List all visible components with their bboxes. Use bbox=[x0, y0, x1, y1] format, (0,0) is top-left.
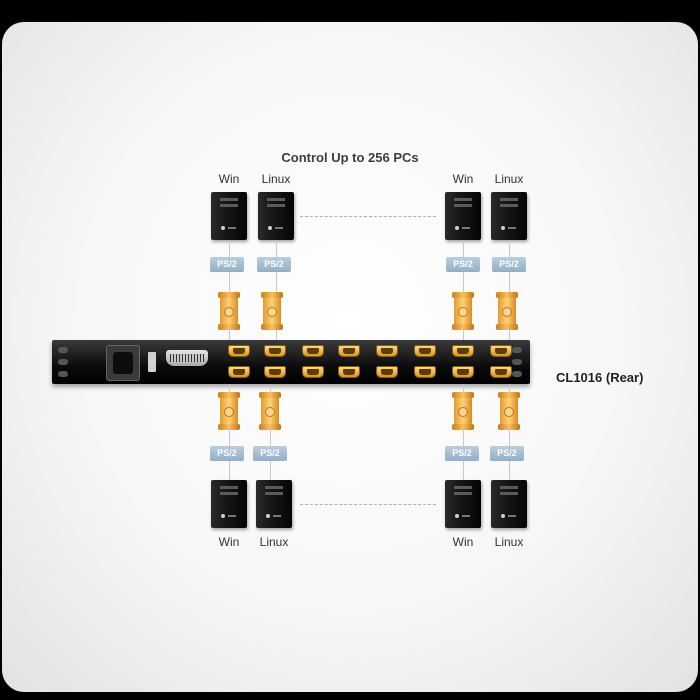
power-switch-icon bbox=[148, 352, 156, 372]
ps2-tag: PS/2 bbox=[492, 257, 526, 272]
diagram-title: Control Up to 256 PCs bbox=[281, 150, 419, 165]
ps2-vga-connector-icon bbox=[498, 392, 520, 430]
bottom-label-3: Win bbox=[452, 535, 474, 549]
ps2-tag: PS/2 bbox=[257, 257, 291, 272]
ps2-vga-connector-icon bbox=[452, 392, 474, 430]
cable-line bbox=[509, 240, 510, 340]
cable-line bbox=[229, 384, 230, 484]
ps2-tag: PS/2 bbox=[445, 446, 479, 461]
ps2-vga-connector-icon bbox=[261, 292, 283, 330]
rack-ear-slot bbox=[512, 347, 522, 353]
rack-ear-slot bbox=[512, 359, 522, 365]
vga-port-icon bbox=[490, 366, 512, 378]
vga-port-icon bbox=[452, 366, 474, 378]
cable-line bbox=[229, 240, 230, 340]
ps2-tag: PS/2 bbox=[490, 446, 524, 461]
vga-port-icon bbox=[302, 345, 324, 357]
top-label-1: Win bbox=[218, 172, 240, 186]
top-label-2: Linux bbox=[261, 172, 291, 186]
cable-line bbox=[463, 240, 464, 340]
pc-tower-icon bbox=[491, 192, 527, 240]
power-socket-icon bbox=[106, 345, 140, 381]
ps2-tag: PS/2 bbox=[253, 446, 287, 461]
vga-port-icon bbox=[302, 366, 324, 378]
pc-tower-icon bbox=[445, 480, 481, 528]
vga-port-icon bbox=[228, 366, 250, 378]
bottom-label-4: Linux bbox=[494, 535, 524, 549]
ps2-vga-connector-icon bbox=[218, 292, 240, 330]
vga-port-icon bbox=[414, 345, 436, 357]
vga-port-icon bbox=[338, 366, 360, 378]
vga-port-icon bbox=[376, 345, 398, 357]
pc-tower-icon bbox=[491, 480, 527, 528]
vga-port-icon bbox=[414, 366, 436, 378]
db25-port-icon bbox=[166, 350, 208, 366]
vga-port-icon bbox=[228, 345, 250, 357]
pc-tower-icon bbox=[258, 192, 294, 240]
rack-ear-slot bbox=[58, 359, 68, 365]
bottom-label-2: Linux bbox=[259, 535, 289, 549]
vga-port-icon bbox=[490, 345, 512, 357]
ps2-vga-connector-icon bbox=[496, 292, 518, 330]
vga-port-icon bbox=[264, 366, 286, 378]
rack-ear-slot bbox=[512, 371, 522, 377]
top-label-4: Linux bbox=[494, 172, 524, 186]
cable-line bbox=[276, 240, 277, 340]
pc-tower-icon bbox=[445, 192, 481, 240]
rack-ear-slot bbox=[58, 371, 68, 377]
ps2-vga-connector-icon bbox=[218, 392, 240, 430]
cable-line bbox=[463, 384, 464, 484]
pc-tower-icon bbox=[211, 192, 247, 240]
ps2-tag: PS/2 bbox=[210, 257, 244, 272]
bottom-label-1: Win bbox=[218, 535, 240, 549]
pc-tower-icon bbox=[211, 480, 247, 528]
ps2-tag: PS/2 bbox=[446, 257, 480, 272]
cable-line bbox=[509, 384, 510, 484]
rack-ear-slot bbox=[58, 347, 68, 353]
bottom-dashed-connector bbox=[300, 504, 436, 505]
cable-line bbox=[270, 384, 271, 484]
ps2-tag: PS/2 bbox=[210, 446, 244, 461]
model-label: CL1016 (Rear) bbox=[556, 370, 644, 385]
vga-port-icon bbox=[338, 345, 360, 357]
ps2-vga-connector-icon bbox=[259, 392, 281, 430]
pc-tower-icon bbox=[256, 480, 292, 528]
vga-port-icon bbox=[376, 366, 398, 378]
kvm-switch-rear-panel bbox=[52, 340, 530, 384]
vga-port-icon bbox=[264, 345, 286, 357]
top-dashed-connector bbox=[300, 216, 436, 217]
vga-port-icon bbox=[452, 345, 474, 357]
top-label-3: Win bbox=[452, 172, 474, 186]
ps2-vga-connector-icon bbox=[452, 292, 474, 330]
